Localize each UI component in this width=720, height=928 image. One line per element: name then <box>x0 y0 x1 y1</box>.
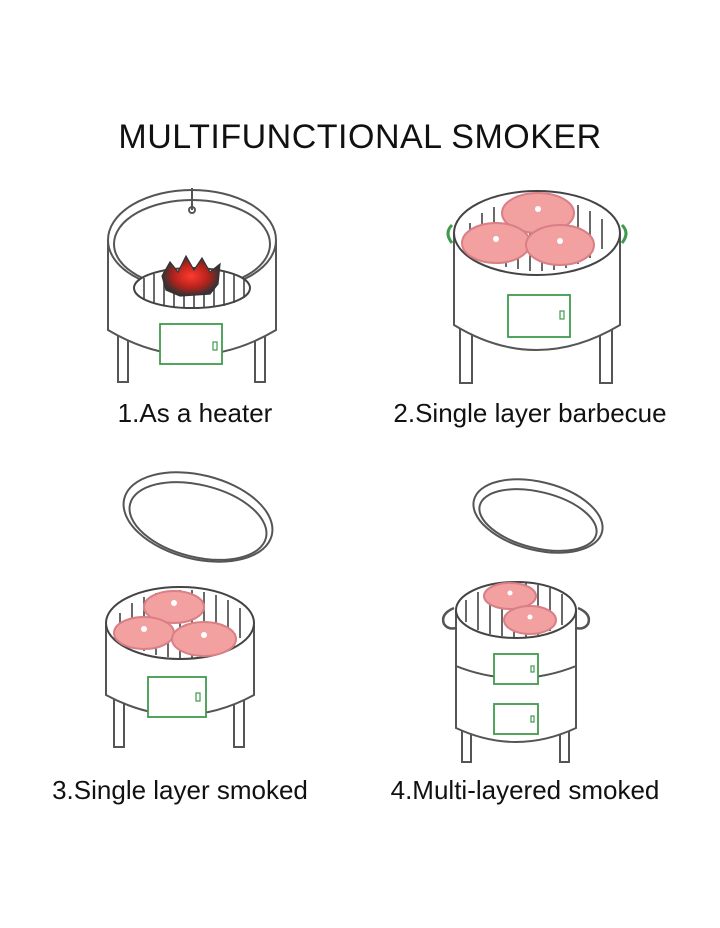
caption-barbecue: 2.Single layer barbecue <box>393 398 667 428</box>
page-title: MULTIFUNCTIONAL SMOKER <box>118 118 602 156</box>
caption-single-layer-smoked: 3.Single layer smoked <box>52 775 308 805</box>
single-layer-smoker-icon <box>105 471 274 748</box>
caption-multi-layered-smoked: 4.Multi-layered smoked <box>390 775 660 805</box>
barbecue-smoker-icon <box>446 190 628 384</box>
heater-smoker-icon <box>107 188 277 383</box>
caption-heater: 1.As a heater <box>117 398 273 428</box>
multi-layer-smoker-icon <box>441 478 604 763</box>
